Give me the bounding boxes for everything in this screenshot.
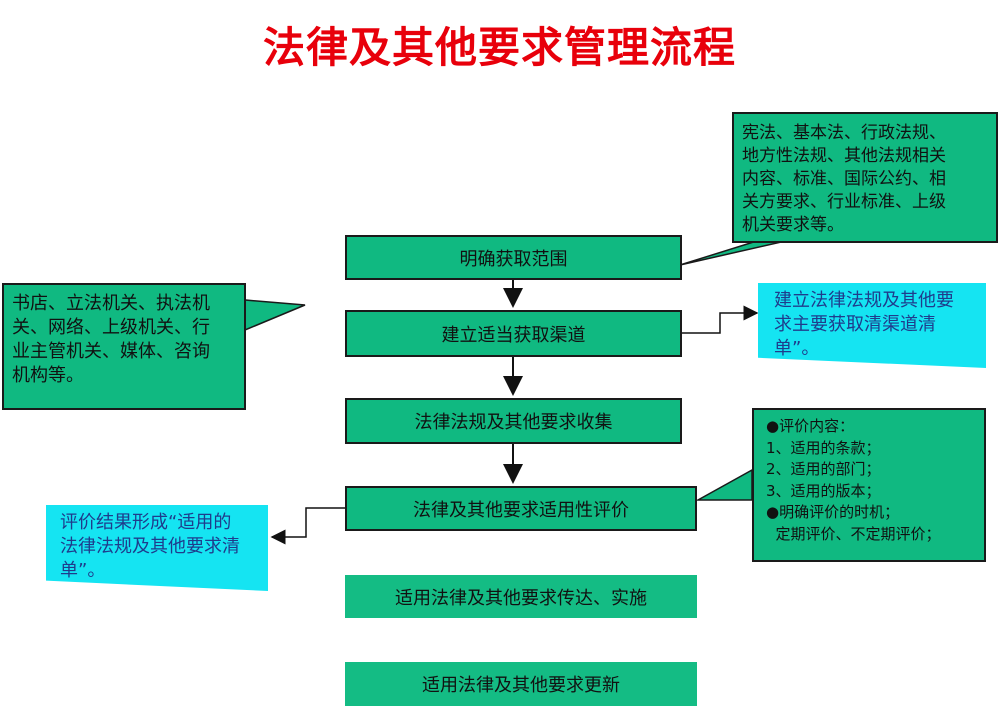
note-channels: 书店、立法机关、执法机 关、网络、上级机关、行 业主管机关、媒体、咨询 机构等。: [2, 283, 246, 410]
page-title: 法律及其他要求管理流程: [262, 23, 736, 72]
step-update-requirements: 适用法律及其他要求更新: [345, 662, 697, 706]
callout-tail-evaluation: [695, 468, 753, 501]
note-result: 评价结果形成“适用的 法律法规及其他要求清 单”。: [46, 505, 268, 591]
step-establish-channels: 建立适当获取渠道: [345, 310, 682, 357]
note-evaluation: ●评价内容： 1、适用的条款； 2、适用的部门； 3、适用的版本； ●明确评价的…: [752, 408, 986, 562]
step-communicate-implement: 适用法律及其他要求传达、实施: [345, 575, 697, 618]
step-define-scope: 明确获取范围: [345, 235, 682, 280]
step-collect-requirements: 法律法规及其他要求收集: [345, 398, 682, 444]
callout-tail-channels: [244, 299, 306, 332]
note-channel-list: 建立法律法规及其他要 求主要获取清渠道清 单”。: [758, 283, 986, 368]
note-scope: 宪法、基本法、行政法规、 地方性法规、其他法规相关 内容、标准、国际公约、相 关…: [732, 112, 998, 243]
callout-tail-scope: [679, 239, 791, 266]
step-applicability-evaluation: 法律及其他要求适用性评价: [345, 486, 697, 531]
arrow-to-result: [270, 507, 346, 545]
arrow-to-channel-list: [682, 305, 759, 334]
